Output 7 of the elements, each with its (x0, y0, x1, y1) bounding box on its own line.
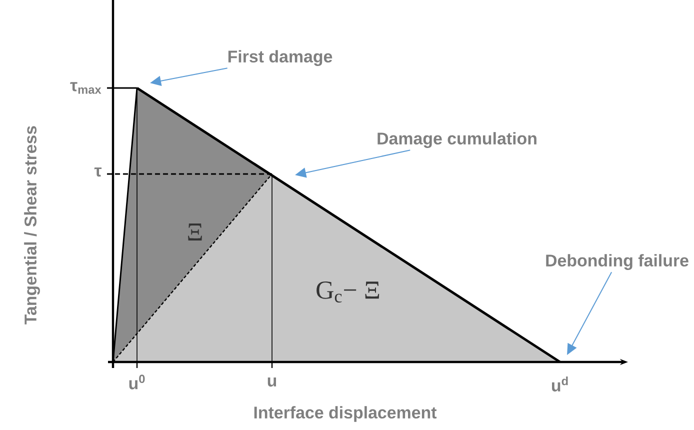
tick-label: u (268, 377, 276, 387)
axis-title: Tangential / Shear stress (24, 126, 40, 324)
tick-label: u$^{d}$ (552, 376, 568, 392)
tick-label: τ (94, 167, 102, 177)
tick-label: τ$_{max}$ (70, 82, 102, 94)
tick-label: u$^{0}$ (129, 374, 145, 390)
axis-title: Interface displacement (254, 406, 437, 422)
